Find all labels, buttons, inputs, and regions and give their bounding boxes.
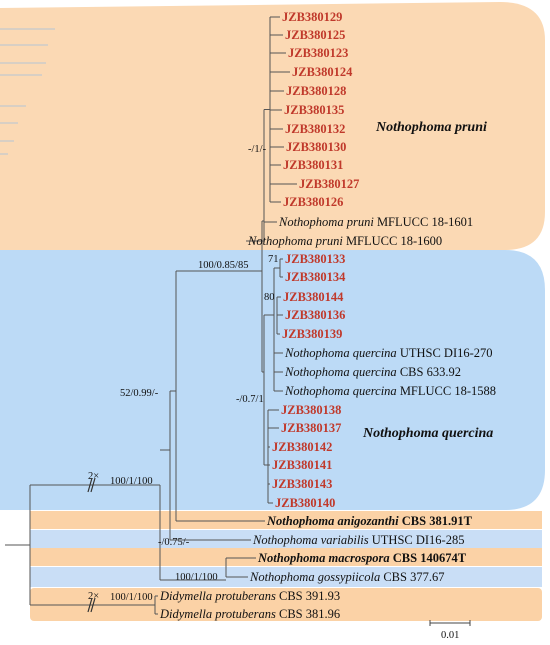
band-gossypiicola — [30, 567, 542, 587]
taxon-label-t5: JZB380128 — [286, 84, 346, 98]
support-root: 100/1/100 — [110, 476, 153, 487]
taxon-label-t33: Didymella protuberans CBS 381.96 — [159, 607, 340, 621]
taxon-label-t11: JZB380126 — [283, 195, 343, 209]
support-variabilis: -/0.75/- — [158, 537, 190, 548]
band-variabilis — [30, 530, 542, 548]
quercina-clade-background — [0, 250, 545, 510]
scale-bar: 0.01 — [429, 620, 471, 641]
taxon-label-t16: JZB380144 — [283, 290, 344, 304]
taxon-label-t14: JZB380133 — [285, 252, 345, 266]
taxon-label-t23: JZB380137 — [281, 421, 341, 435]
support-nothophoma: 52/0.99/- — [120, 388, 159, 399]
taxon-label-t27: JZB380140 — [275, 496, 335, 510]
band-anigozanthi — [30, 511, 542, 529]
scale-bar-label: 0.01 — [441, 630, 459, 641]
taxon-labels: JZB380129JZB380125JZB380123JZB380124JZB3… — [159, 10, 496, 621]
support-80: 80 — [264, 292, 275, 303]
taxon-label-t21: Nothophoma quercina MFLUCC 18-1588 — [284, 384, 496, 398]
support-macrospora: 100/1/100 — [175, 572, 218, 583]
break-label-root: 2× — [88, 471, 99, 482]
support-pruni-inner: -/1/- — [248, 144, 267, 155]
taxon-label-t7: JZB380132 — [285, 122, 345, 136]
taxon-label-t32: Didymella protuberans CBS 391.93 — [159, 589, 340, 603]
band-macrospora — [30, 548, 542, 566]
tree-branches — [5, 16, 297, 615]
taxon-label-t4: JZB380124 — [292, 65, 353, 79]
break-mark-outgroup-icon — [87, 597, 96, 613]
taxon-label-t12: Nothophoma pruni MFLUCC 18-1601 — [278, 215, 473, 229]
taxon-label-t26: JZB380143 — [272, 477, 332, 491]
taxon-label-t25: JZB380141 — [272, 458, 332, 472]
taxon-label-t20: Nothophoma quercina CBS 633.92 — [284, 365, 461, 379]
pruni-clade-background — [0, 2, 545, 250]
clade-label-quercina: Nothophoma quercina — [362, 426, 493, 441]
taxon-label-t24: JZB380142 — [272, 440, 332, 454]
break-label-outgroup: 2× — [88, 591, 99, 602]
faded-background-labels — [0, 28, 55, 155]
taxon-label-t18: JZB380139 — [282, 327, 342, 341]
taxon-label-t31: Nothophoma gossypiicola CBS 377.67 — [249, 570, 444, 584]
taxon-label-t22: JZB380138 — [281, 403, 341, 417]
taxon-label-t8: JZB380130 — [286, 140, 346, 154]
support-outgroup: 100/1/100 — [110, 592, 153, 603]
taxon-label-t10: JZB380127 — [299, 177, 359, 191]
break-mark-root-icon — [87, 477, 96, 493]
taxon-label-t17: JZB380136 — [285, 308, 345, 322]
clade-label-pruni: Nothophoma pruni — [375, 120, 487, 135]
taxon-label-t29: Nothophoma variabilis UTHSC DI16-285 — [252, 533, 464, 547]
taxon-label-t30: Nothophoma macrospora CBS 140674T — [257, 551, 467, 565]
taxon-label-t13: Nothophoma pruni MFLUCC 18-1600 — [247, 234, 442, 248]
taxon-label-t3: JZB380123 — [288, 46, 348, 60]
taxon-label-t2: JZB380125 — [285, 28, 345, 42]
taxon-label-t28: Nothophoma anigozanthi CBS 381.91T — [266, 514, 473, 528]
taxon-label-t6: JZB380135 — [284, 103, 344, 117]
taxon-label-t19: Nothophoma quercina UTHSC DI16-270 — [284, 346, 493, 360]
taxon-label-t1: JZB380129 — [282, 10, 342, 24]
taxon-label-t9: JZB380131 — [283, 158, 343, 172]
support-pruni-quercina: 100/0.85/85 — [198, 260, 248, 271]
support-71: 71 — [268, 254, 279, 265]
support-quercina: -/0.7/1 — [236, 394, 264, 405]
taxon-label-t15: JZB380134 — [285, 270, 346, 284]
